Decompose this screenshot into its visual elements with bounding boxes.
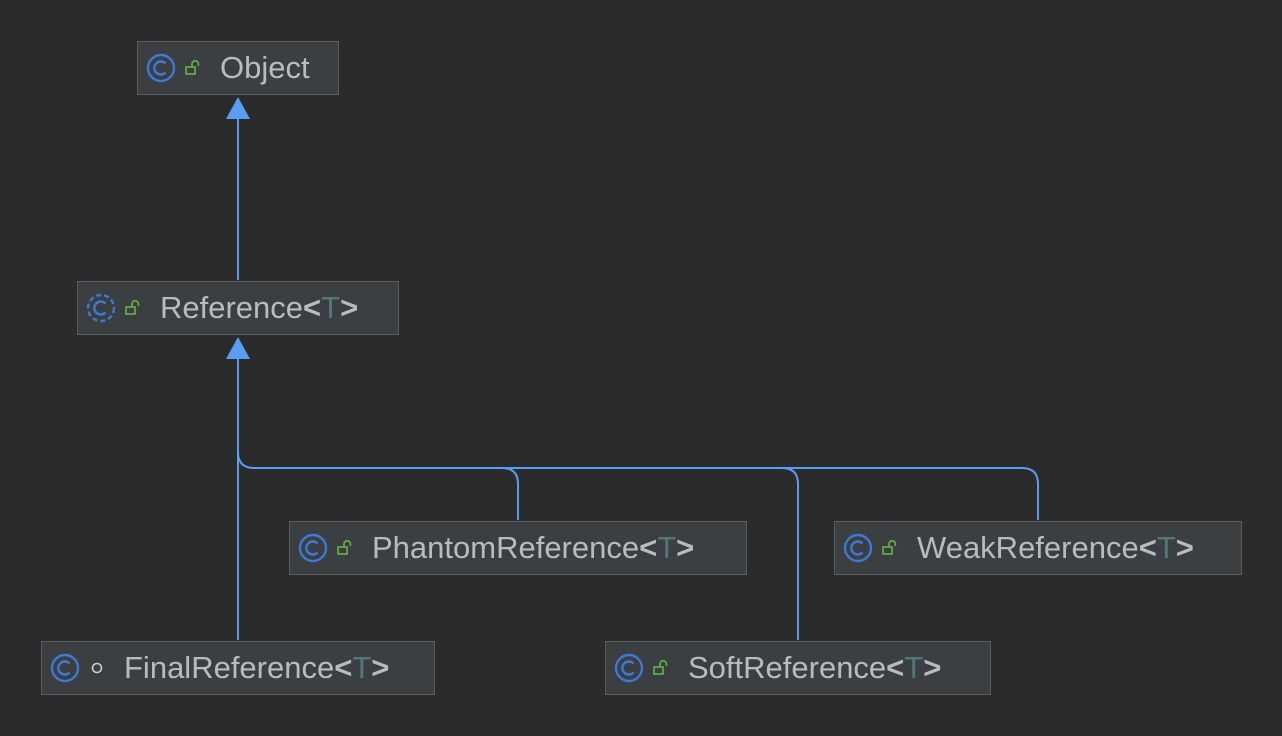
class-node-reference[interactable]: Reference<T> (77, 281, 399, 335)
type-parameter: T (657, 530, 677, 565)
generic-open-bracket: < (303, 290, 322, 325)
type-parameter: T (1156, 530, 1176, 565)
class-node-object[interactable]: Object (137, 41, 339, 95)
class-name: FinalReference (124, 650, 335, 685)
class-icon (50, 653, 80, 683)
class-icon (298, 533, 328, 563)
class-name: Object (220, 50, 310, 85)
class-node-weak-reference[interactable]: WeakReference<T> (834, 521, 1242, 575)
generic-close-bracket: > (923, 650, 942, 685)
generic-close-bracket: > (371, 650, 390, 685)
type-parameter: T (904, 650, 924, 685)
class-node-soft-reference[interactable]: SoftReference<T> (605, 641, 991, 695)
generic-open-bracket: < (639, 530, 658, 565)
public-lock-icon (336, 539, 354, 557)
class-node-final-reference[interactable]: FinalReference<T> (41, 641, 435, 695)
public-lock-icon (124, 299, 142, 317)
class-name: SoftReference (688, 650, 887, 685)
type-parameter: T (352, 650, 372, 685)
class-name: WeakReference (917, 530, 1139, 565)
class-name: Reference (160, 290, 304, 325)
abstract-class-icon (86, 293, 116, 323)
public-lock-icon (652, 659, 670, 677)
class-icon (146, 53, 176, 83)
class-name: PhantomReference (372, 530, 640, 565)
arrowhead-to-object (226, 97, 250, 119)
type-parameter: T (321, 290, 341, 325)
generic-open-bracket: < (334, 650, 353, 685)
edge-weak-to-reference (254, 467, 1039, 520)
public-lock-icon (184, 59, 202, 77)
arrowhead-to-reference (226, 337, 250, 359)
generic-close-bracket: > (676, 530, 695, 565)
package-private-icon (88, 659, 106, 677)
edge-phantom-to-reference (237, 451, 519, 520)
generic-close-bracket: > (1175, 530, 1194, 565)
class-icon (614, 653, 644, 683)
class-icon (843, 533, 873, 563)
generic-open-bracket: < (1138, 530, 1157, 565)
generic-close-bracket: > (340, 290, 359, 325)
class-node-phantom-reference[interactable]: PhantomReference<T> (289, 521, 747, 575)
generic-open-bracket: < (886, 650, 905, 685)
public-lock-icon (881, 539, 899, 557)
